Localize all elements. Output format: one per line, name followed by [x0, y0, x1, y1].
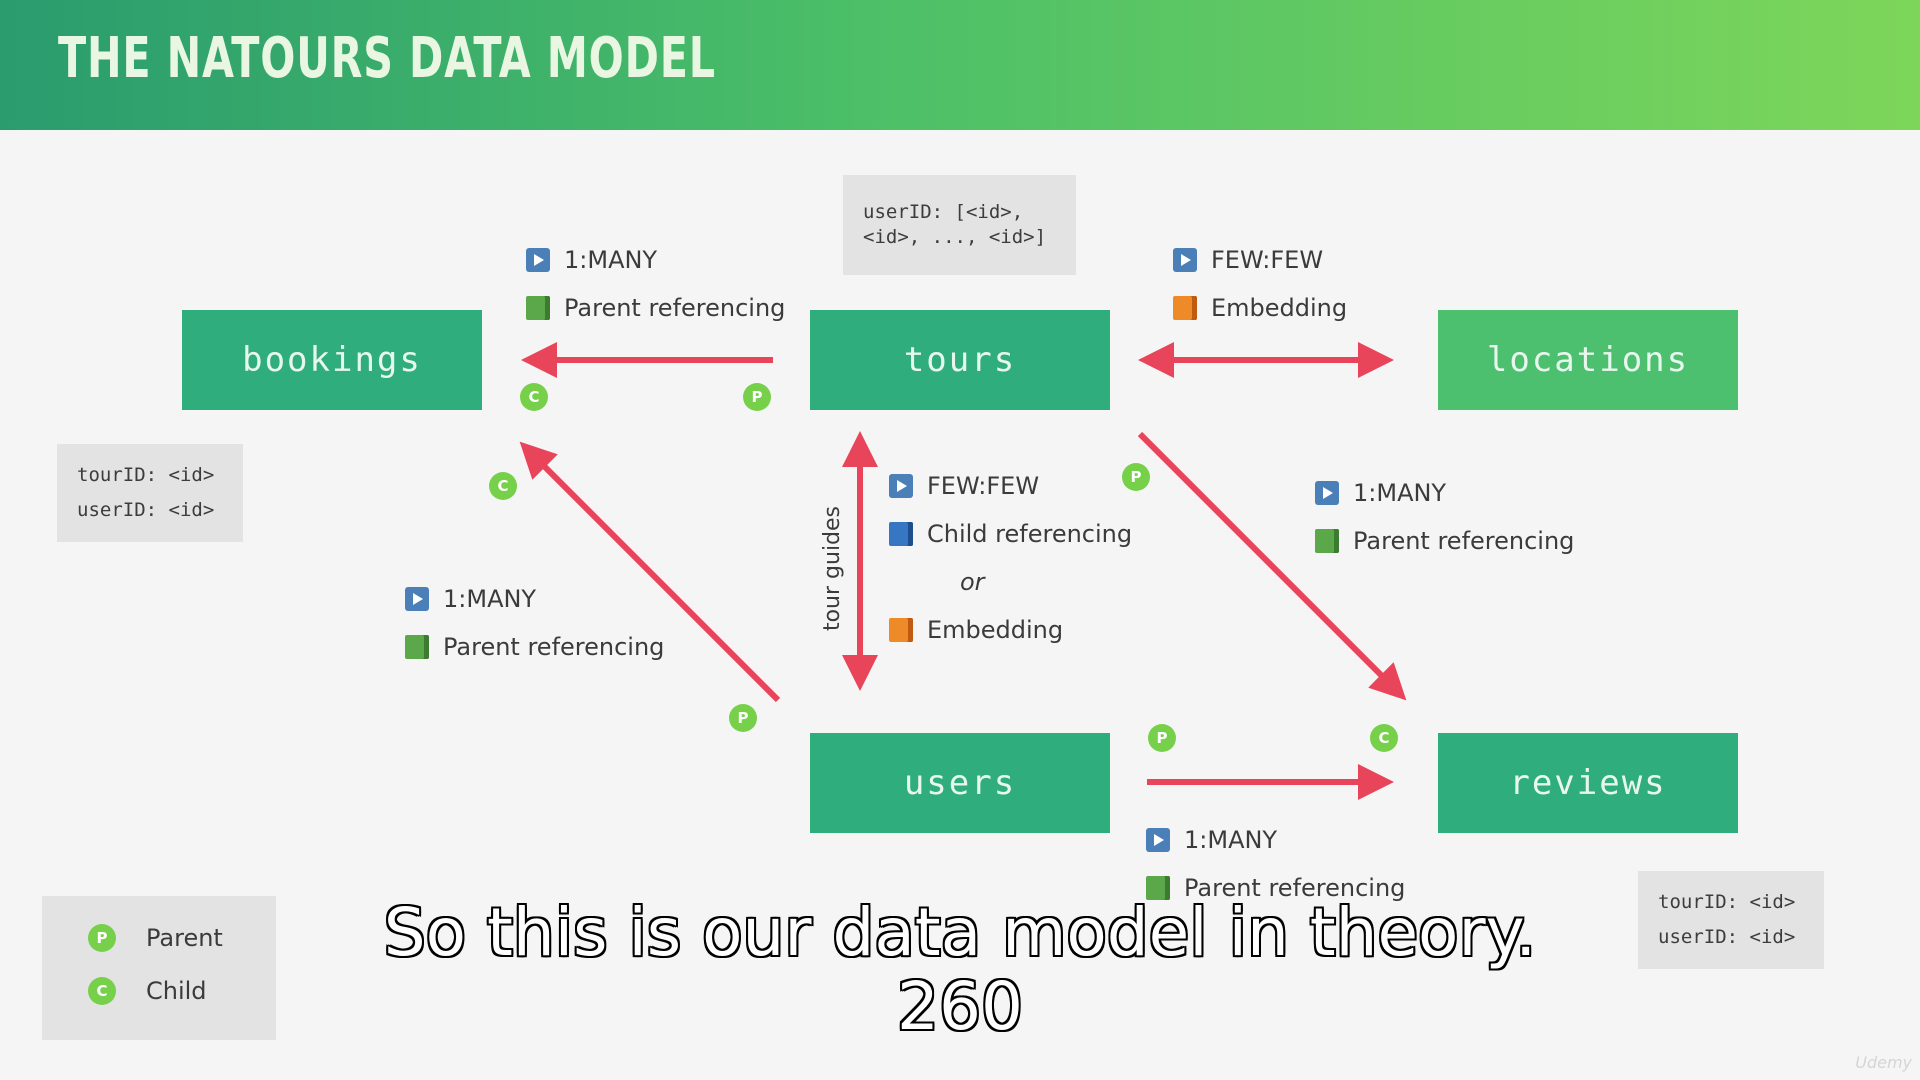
- rel-tours-users-alt-method: Embedding: [889, 616, 1063, 644]
- or-text: or: [960, 568, 985, 596]
- arrow-tours-to-reviews: [1137, 431, 1407, 701]
- page-title: THE NATOURS DATA MODEL: [58, 26, 716, 91]
- play-icon: [1315, 481, 1339, 505]
- subtitle-line-1: So this is our data model in theory.: [383, 894, 1537, 971]
- code-line: userID: <id>: [1658, 926, 1796, 948]
- rel-tours-users-type: FEW:FEW: [889, 472, 1039, 500]
- legend: P Parent C Child: [42, 896, 276, 1040]
- reviews-fields-box: tourID: <id> userID: <id>: [1638, 871, 1824, 969]
- node-tours: tours: [810, 310, 1110, 410]
- green-book-icon: [1146, 876, 1170, 900]
- tours-userids-box: userID: [<id>, <id>, ..., <id>]: [843, 175, 1076, 275]
- legend-parent: P Parent: [88, 924, 223, 952]
- code-line: userID: [<id>,: [863, 201, 1024, 223]
- child-badge: C: [1370, 724, 1398, 752]
- rel-users-bookings-type: 1:MANY: [405, 585, 536, 613]
- play-icon: [889, 474, 913, 498]
- rel-tours-locations-method: Embedding: [1173, 294, 1347, 322]
- bookings-fields-box: tourID: <id> userID: <id>: [57, 444, 243, 542]
- rel-tours-bookings-type: 1:MANY: [526, 246, 657, 274]
- rel-users-reviews-method: Parent referencing: [1146, 874, 1405, 902]
- legend-child-label: Child: [146, 977, 207, 1005]
- node-locations: locations: [1438, 310, 1738, 410]
- rel-tours-bookings-method: Parent referencing: [526, 294, 785, 322]
- udemy-watermark: Udemy: [1855, 1053, 1912, 1072]
- rel-tours-reviews-method: Parent referencing: [1315, 527, 1574, 555]
- parent-badge: P: [88, 924, 116, 952]
- blue-book-icon: [889, 522, 913, 546]
- node-bookings: bookings: [182, 310, 482, 410]
- child-badge: C: [520, 383, 548, 411]
- legend-parent-label: Parent: [146, 924, 223, 952]
- rel-users-reviews-type: 1:MANY: [1146, 826, 1277, 854]
- code-line: <id>, ..., <id>]: [863, 226, 1047, 248]
- arrow-users-to-bookings: [519, 441, 781, 703]
- parent-badge: P: [729, 704, 757, 732]
- subtitle-line-2: 260: [897, 968, 1023, 1045]
- child-badge: C: [88, 977, 116, 1005]
- play-icon: [1173, 248, 1197, 272]
- rel-tours-users-method: Child referencing: [889, 520, 1132, 548]
- orange-book-icon: [1173, 296, 1197, 320]
- play-icon: [405, 587, 429, 611]
- edge-label-tour-guides: tour guides: [820, 505, 846, 632]
- green-book-icon: [1315, 529, 1339, 553]
- parent-badge: P: [1122, 463, 1150, 491]
- code-line: tourID: <id>: [1658, 891, 1796, 913]
- code-line: tourID: <id>: [77, 464, 215, 486]
- node-users: users: [810, 733, 1110, 833]
- orange-book-icon: [889, 618, 913, 642]
- legend-child: C Child: [88, 977, 207, 1005]
- play-icon: [526, 248, 550, 272]
- parent-badge: P: [743, 383, 771, 411]
- child-badge: C: [489, 472, 517, 500]
- rel-users-bookings-method: Parent referencing: [405, 633, 664, 661]
- node-reviews: reviews: [1438, 733, 1738, 833]
- code-line: userID: <id>: [77, 499, 215, 521]
- green-book-icon: [526, 296, 550, 320]
- play-icon: [1146, 828, 1170, 852]
- rel-tours-locations-type: FEW:FEW: [1173, 246, 1323, 274]
- green-book-icon: [405, 635, 429, 659]
- rel-tours-reviews-type: 1:MANY: [1315, 479, 1446, 507]
- header-banner: THE NATOURS DATA MODEL: [0, 0, 1920, 130]
- parent-badge: P: [1148, 724, 1176, 752]
